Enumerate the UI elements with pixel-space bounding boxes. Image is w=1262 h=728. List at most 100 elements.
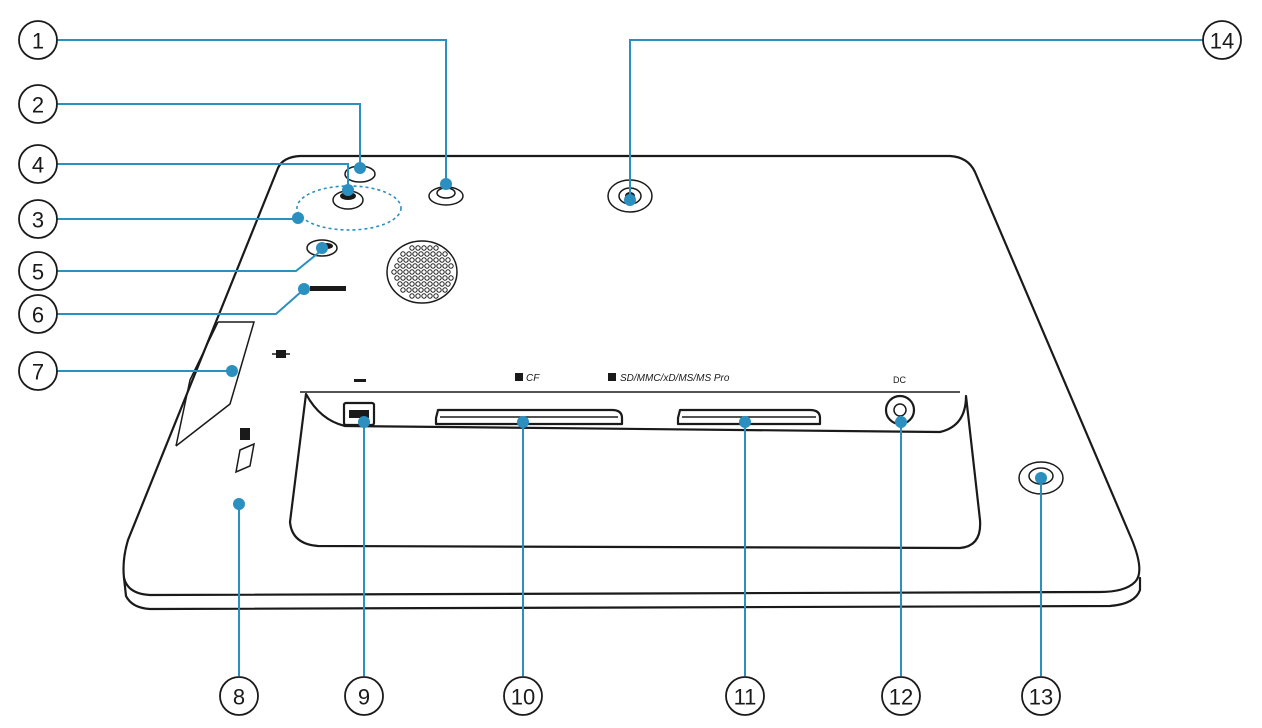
grille-hole — [445, 281, 451, 287]
grille-hole — [394, 263, 400, 269]
grille-hole — [439, 269, 445, 275]
grille-hole — [433, 281, 439, 287]
reset-area — [310, 286, 346, 291]
svg-text:8: 8 — [233, 685, 245, 710]
grille-hole — [427, 281, 433, 287]
grille-hole — [436, 251, 442, 257]
grille-hole — [424, 251, 430, 257]
grille-hole — [445, 269, 451, 275]
grille-hole — [418, 275, 424, 281]
grille-hole — [436, 287, 442, 293]
grille-hole — [397, 269, 403, 275]
grille-hole — [421, 281, 427, 287]
callouts: 1 2 4 3 5 6 7 8 9 10 11 12 13 14 — [18, 20, 1242, 716]
callout-13: 13 — [1021, 676, 1061, 716]
callout-2: 2 — [18, 84, 58, 124]
grille-hole — [412, 263, 418, 269]
svg-text:13: 13 — [1029, 685, 1053, 710]
grille-hole — [403, 269, 409, 275]
svg-text:14: 14 — [1210, 29, 1234, 54]
lock-area — [235, 428, 255, 474]
grille-hole — [397, 257, 403, 263]
grille-hole — [421, 293, 427, 299]
grille-hole — [421, 245, 427, 251]
grille-hole — [421, 257, 427, 263]
card-icon-sd — [608, 373, 616, 381]
grille-hole — [400, 275, 406, 281]
grille-hole — [436, 275, 442, 281]
callout-7: 7 — [18, 351, 58, 391]
svg-text:3: 3 — [32, 208, 44, 233]
grille-hole — [403, 281, 409, 287]
grille-hole — [406, 287, 412, 293]
callout-4: 4 — [18, 144, 58, 184]
grille-hole — [427, 245, 433, 251]
grille-hole — [445, 257, 451, 263]
svg-text:11: 11 — [734, 685, 757, 710]
cf-label: CF — [526, 373, 540, 384]
grille-hole — [400, 263, 406, 269]
callout-11: 11 — [725, 676, 765, 716]
port-panel — [288, 391, 982, 550]
grille-hole — [439, 281, 445, 287]
grille-hole — [409, 257, 415, 263]
grille-hole — [418, 251, 424, 257]
grille-hole — [406, 263, 412, 269]
grille-hole — [424, 263, 430, 269]
grille-hole — [412, 251, 418, 257]
svg-text:6: 6 — [32, 303, 44, 328]
usb-icon — [354, 379, 366, 382]
grille-hole — [409, 269, 415, 275]
grille-hole — [430, 287, 436, 293]
grille-hole — [424, 287, 430, 293]
svg-text:7: 7 — [32, 360, 44, 385]
speaker-grille — [386, 240, 458, 304]
grille-hole — [427, 269, 433, 275]
svg-text:4: 4 — [32, 153, 44, 178]
stand-slot — [175, 321, 290, 447]
grille-hole — [397, 281, 403, 287]
grille-hole — [448, 275, 454, 281]
grille-hole — [418, 287, 424, 293]
grille-hole — [433, 293, 439, 299]
grille-hole — [439, 257, 445, 263]
card-icon-cf — [515, 373, 523, 381]
grille-hole — [391, 269, 397, 275]
callout-3: 3 — [18, 199, 58, 239]
svg-text:9: 9 — [358, 685, 370, 710]
callout-10: 10 — [503, 676, 543, 716]
grille-hole — [427, 293, 433, 299]
grille-hole — [442, 263, 448, 269]
grille-hole — [433, 257, 439, 263]
grille-hole — [436, 263, 442, 269]
grille-hole — [412, 275, 418, 281]
port-labels: CF SD/MMC/xD/MS/MS Pro DC — [354, 373, 906, 385]
grille-hole — [400, 287, 406, 293]
callout-12: 12 — [881, 676, 921, 716]
grille-hole — [406, 275, 412, 281]
grille-hole — [400, 251, 406, 257]
grille-hole — [394, 275, 400, 281]
grille-hole — [430, 251, 436, 257]
grille-hole — [442, 287, 448, 293]
svg-text:5: 5 — [32, 260, 44, 285]
grille-hole — [409, 245, 415, 251]
grille-hole — [430, 263, 436, 269]
dc-label: DC — [893, 375, 906, 385]
grille-hole — [406, 251, 412, 257]
callout-8: 8 — [219, 676, 259, 716]
grille-hole — [424, 275, 430, 281]
grille-hole — [415, 293, 421, 299]
grille-hole — [415, 257, 421, 263]
grille-hole — [403, 257, 409, 263]
grille-hole — [427, 257, 433, 263]
grille-hole — [442, 275, 448, 281]
svg-text:10: 10 — [511, 685, 535, 710]
grille-hole — [418, 263, 424, 269]
grille-hole — [430, 275, 436, 281]
grille-hole — [433, 245, 439, 251]
device-body — [122, 154, 1142, 611]
callout-6: 6 — [18, 294, 58, 334]
